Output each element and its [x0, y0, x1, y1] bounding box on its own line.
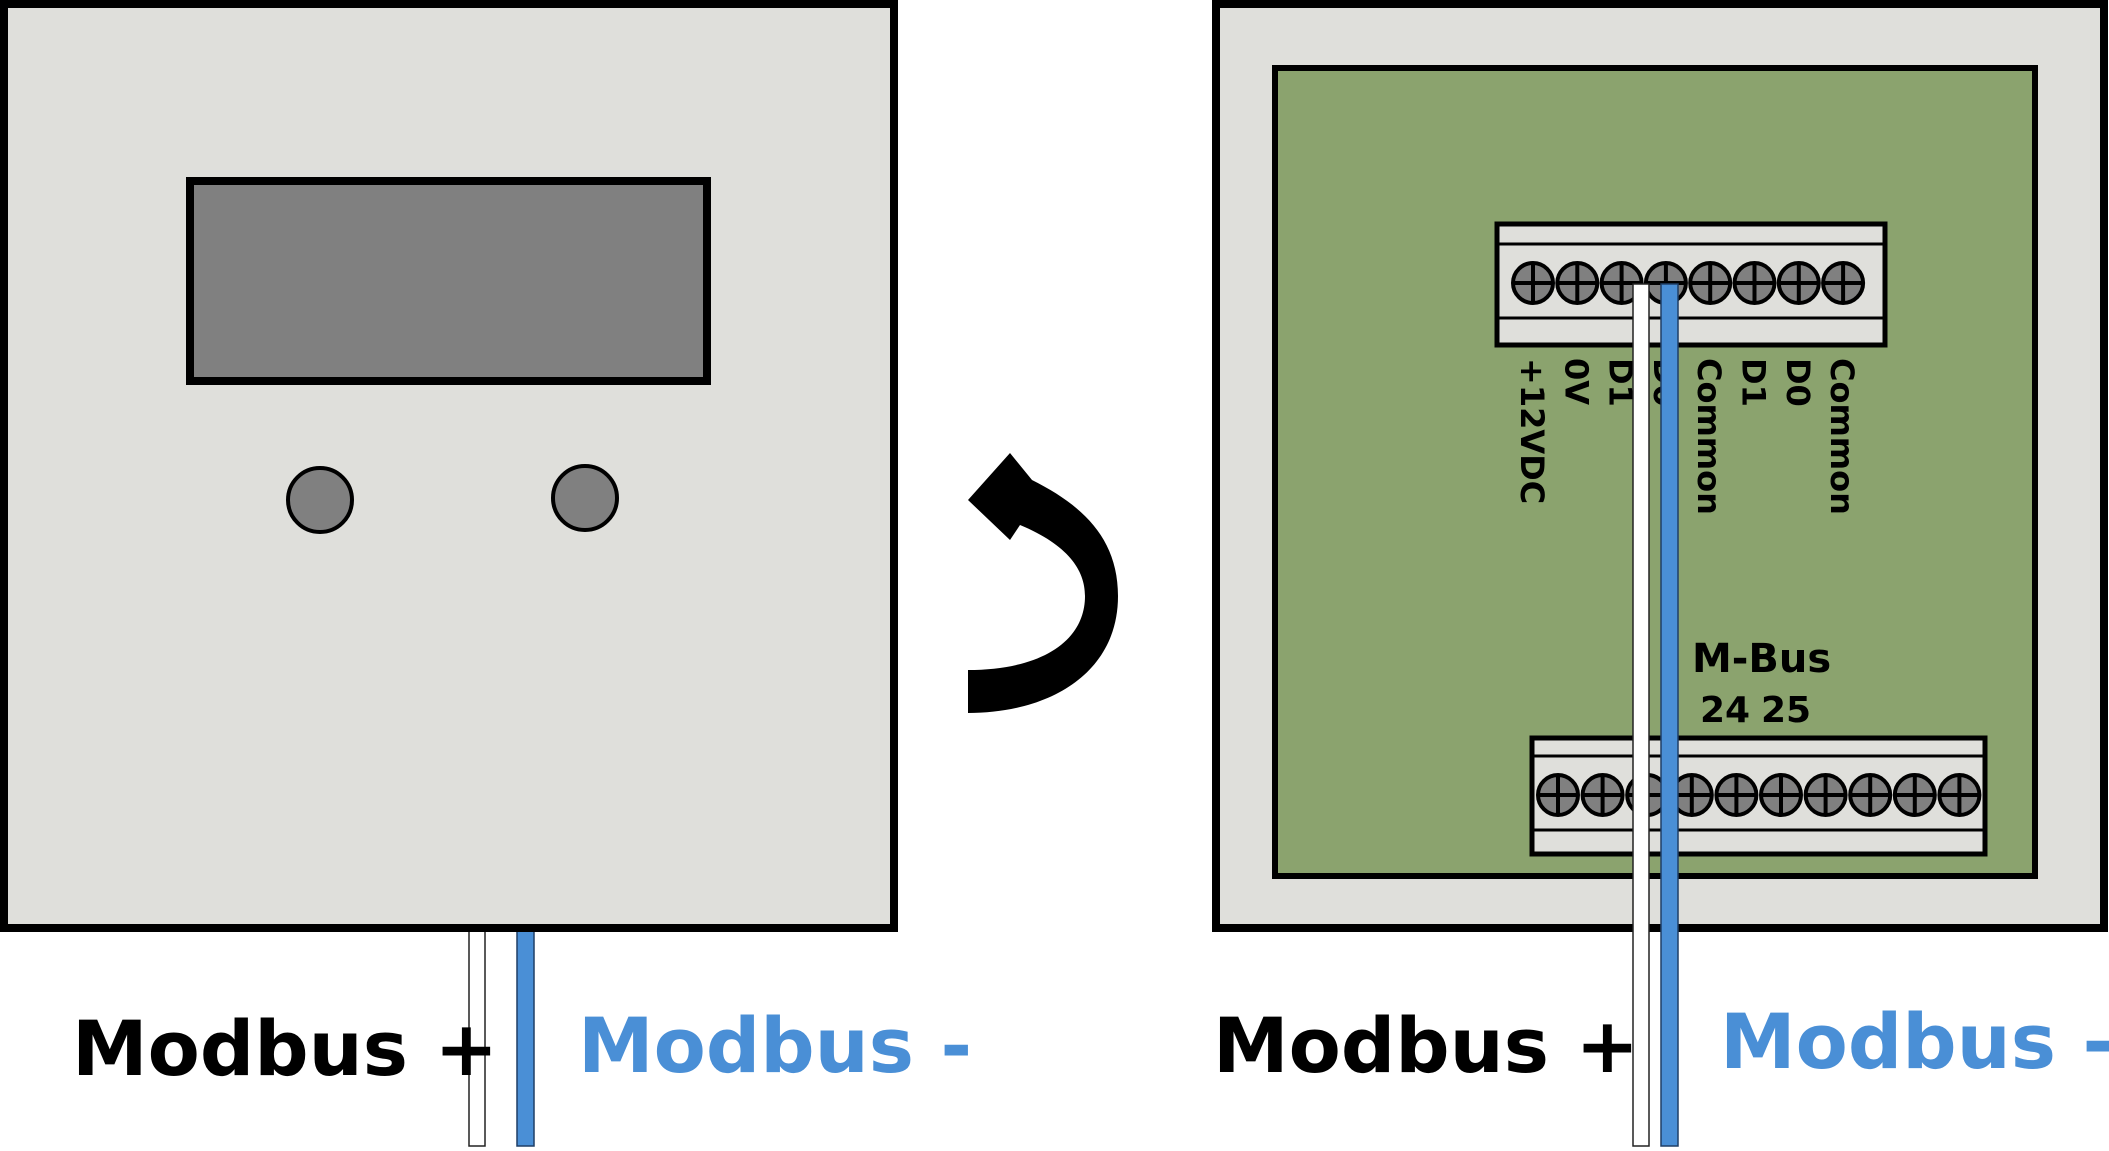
front-view: Modbus + Modbus -: [0, 0, 972, 1147]
mbus-title: M-Bus: [1692, 636, 1831, 682]
front-button-right: [551, 464, 619, 532]
terminal-label: +12VDC: [1513, 358, 1551, 504]
screw-terminal-icon: [1892, 773, 1937, 817]
screw-terminal-icon: [1732, 261, 1777, 305]
rotate-arrow: [968, 453, 1118, 713]
terminal-label: D1: [1735, 358, 1773, 407]
curved-arrow-icon: [968, 453, 1118, 713]
front-blue-wire: [516, 927, 535, 1147]
screw-terminal-icon: [1759, 773, 1803, 817]
front-label-modbus-plus: Modbus +: [72, 1004, 498, 1093]
screw-terminal-icon: [1511, 261, 1555, 305]
terminal-label: Common: [1690, 358, 1728, 515]
screw-terminal-icon: [1599, 261, 1644, 305]
front-label-modbus-minus: Modbus -: [578, 1001, 972, 1090]
screw-terminal-icon: [1580, 773, 1625, 817]
top-terminal-labels: +12VDC0VD1D0CommonD1D0Common: [1513, 358, 1861, 515]
screw-terminal-icon: [1848, 773, 1893, 817]
screw-terminal-icon: [1555, 261, 1600, 305]
back-view: +12VDC0VD1D0CommonD1D0Common M-Bus 24 25…: [1212, 0, 2109, 1147]
screw-terminal-icon: [1688, 261, 1733, 305]
screw-terminal-icon: [1776, 261, 1821, 305]
terminal-label: Common: [1823, 358, 1861, 515]
back-label-modbus-minus: Modbus -: [1720, 997, 2109, 1086]
back-label-modbus-plus: Modbus +: [1213, 1001, 1639, 1090]
screw-terminal-icon: [1536, 773, 1580, 817]
screw-terminal-icon: [1803, 773, 1848, 817]
screw-terminal-icon: [1821, 261, 1866, 305]
mbus-pin-25: 25: [1761, 690, 1811, 731]
mbus-pin-24: 24: [1700, 690, 1750, 731]
display-screen: [186, 177, 711, 385]
terminal-label: D0: [1779, 358, 1817, 407]
front-button-left: [286, 466, 354, 534]
terminal-label: 0V: [1557, 358, 1595, 405]
screw-terminal-icon: [1937, 773, 1982, 817]
screw-terminal-icon: [1714, 773, 1759, 817]
front-housing: [0, 0, 898, 932]
top-terminal-block: [1494, 221, 1888, 348]
bottom-terminal-block: [1529, 735, 1988, 857]
back-white-wire: [1632, 283, 1650, 1147]
back-blue-wire: [1660, 283, 1679, 1147]
